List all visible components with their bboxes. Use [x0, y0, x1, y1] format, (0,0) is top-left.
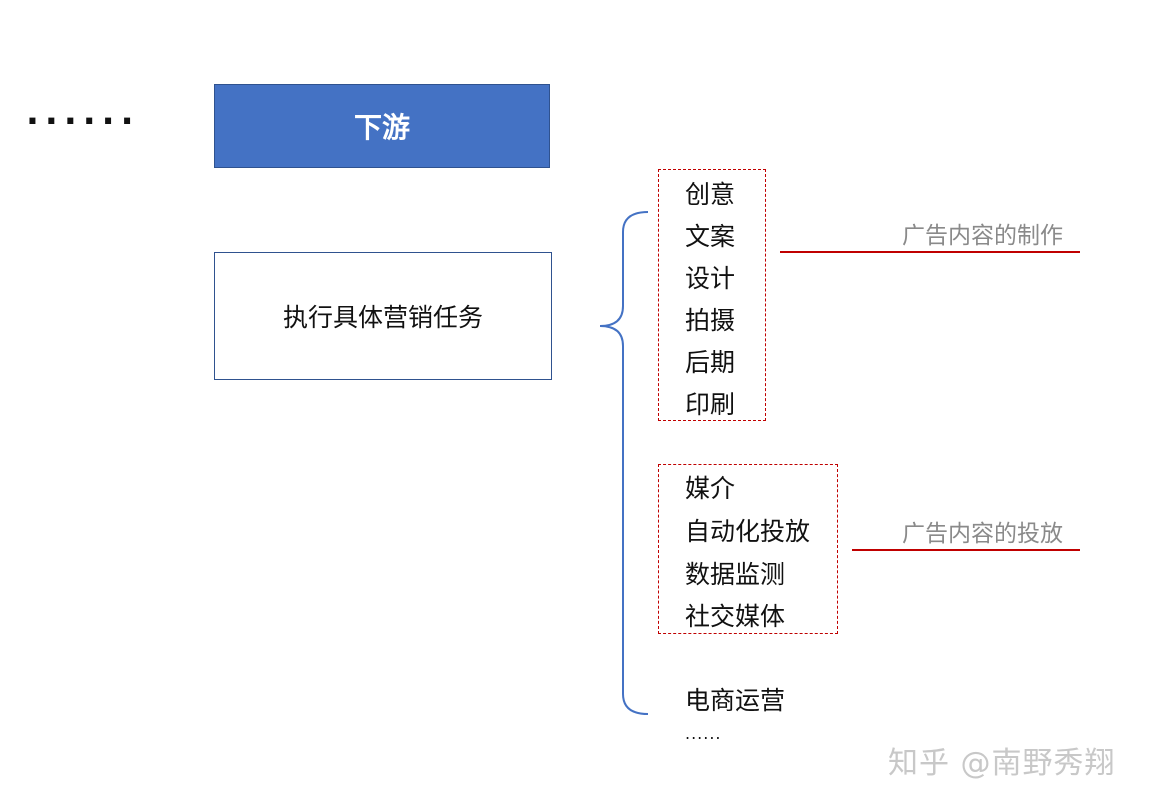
placement-annotation: 广告内容的投放	[902, 521, 1063, 547]
placement-item: 数据监测	[685, 560, 786, 589]
production-item: 拍摄	[685, 306, 736, 335]
production-item: 文案	[685, 222, 736, 251]
production-group-box	[658, 169, 766, 421]
curly-brace	[599, 211, 649, 715]
placement-group-box	[658, 464, 838, 634]
placement-item: 媒介	[685, 474, 736, 503]
production-item: 印刷	[685, 390, 736, 419]
task-box: 执行具体营销任务	[214, 252, 552, 380]
production-item: 创意	[685, 180, 736, 209]
downstream-label: 下游	[353, 111, 410, 144]
downstream-box: 下游	[214, 84, 550, 168]
ecommerce-item: 电商运营	[685, 686, 786, 715]
production-item: 设计	[685, 264, 736, 293]
placement-item: 社交媒体	[685, 602, 786, 631]
watermark: 知乎 @南野秀翔	[888, 746, 1116, 781]
leading-ellipsis: ......	[26, 93, 140, 133]
placement-item: 自动化投放	[685, 517, 811, 546]
production-item: 后期	[685, 348, 736, 377]
more-ellipsis: ......	[685, 724, 722, 743]
task-label: 执行具体营销任务	[282, 303, 483, 332]
production-annotation: 广告内容的制作	[902, 223, 1063, 249]
